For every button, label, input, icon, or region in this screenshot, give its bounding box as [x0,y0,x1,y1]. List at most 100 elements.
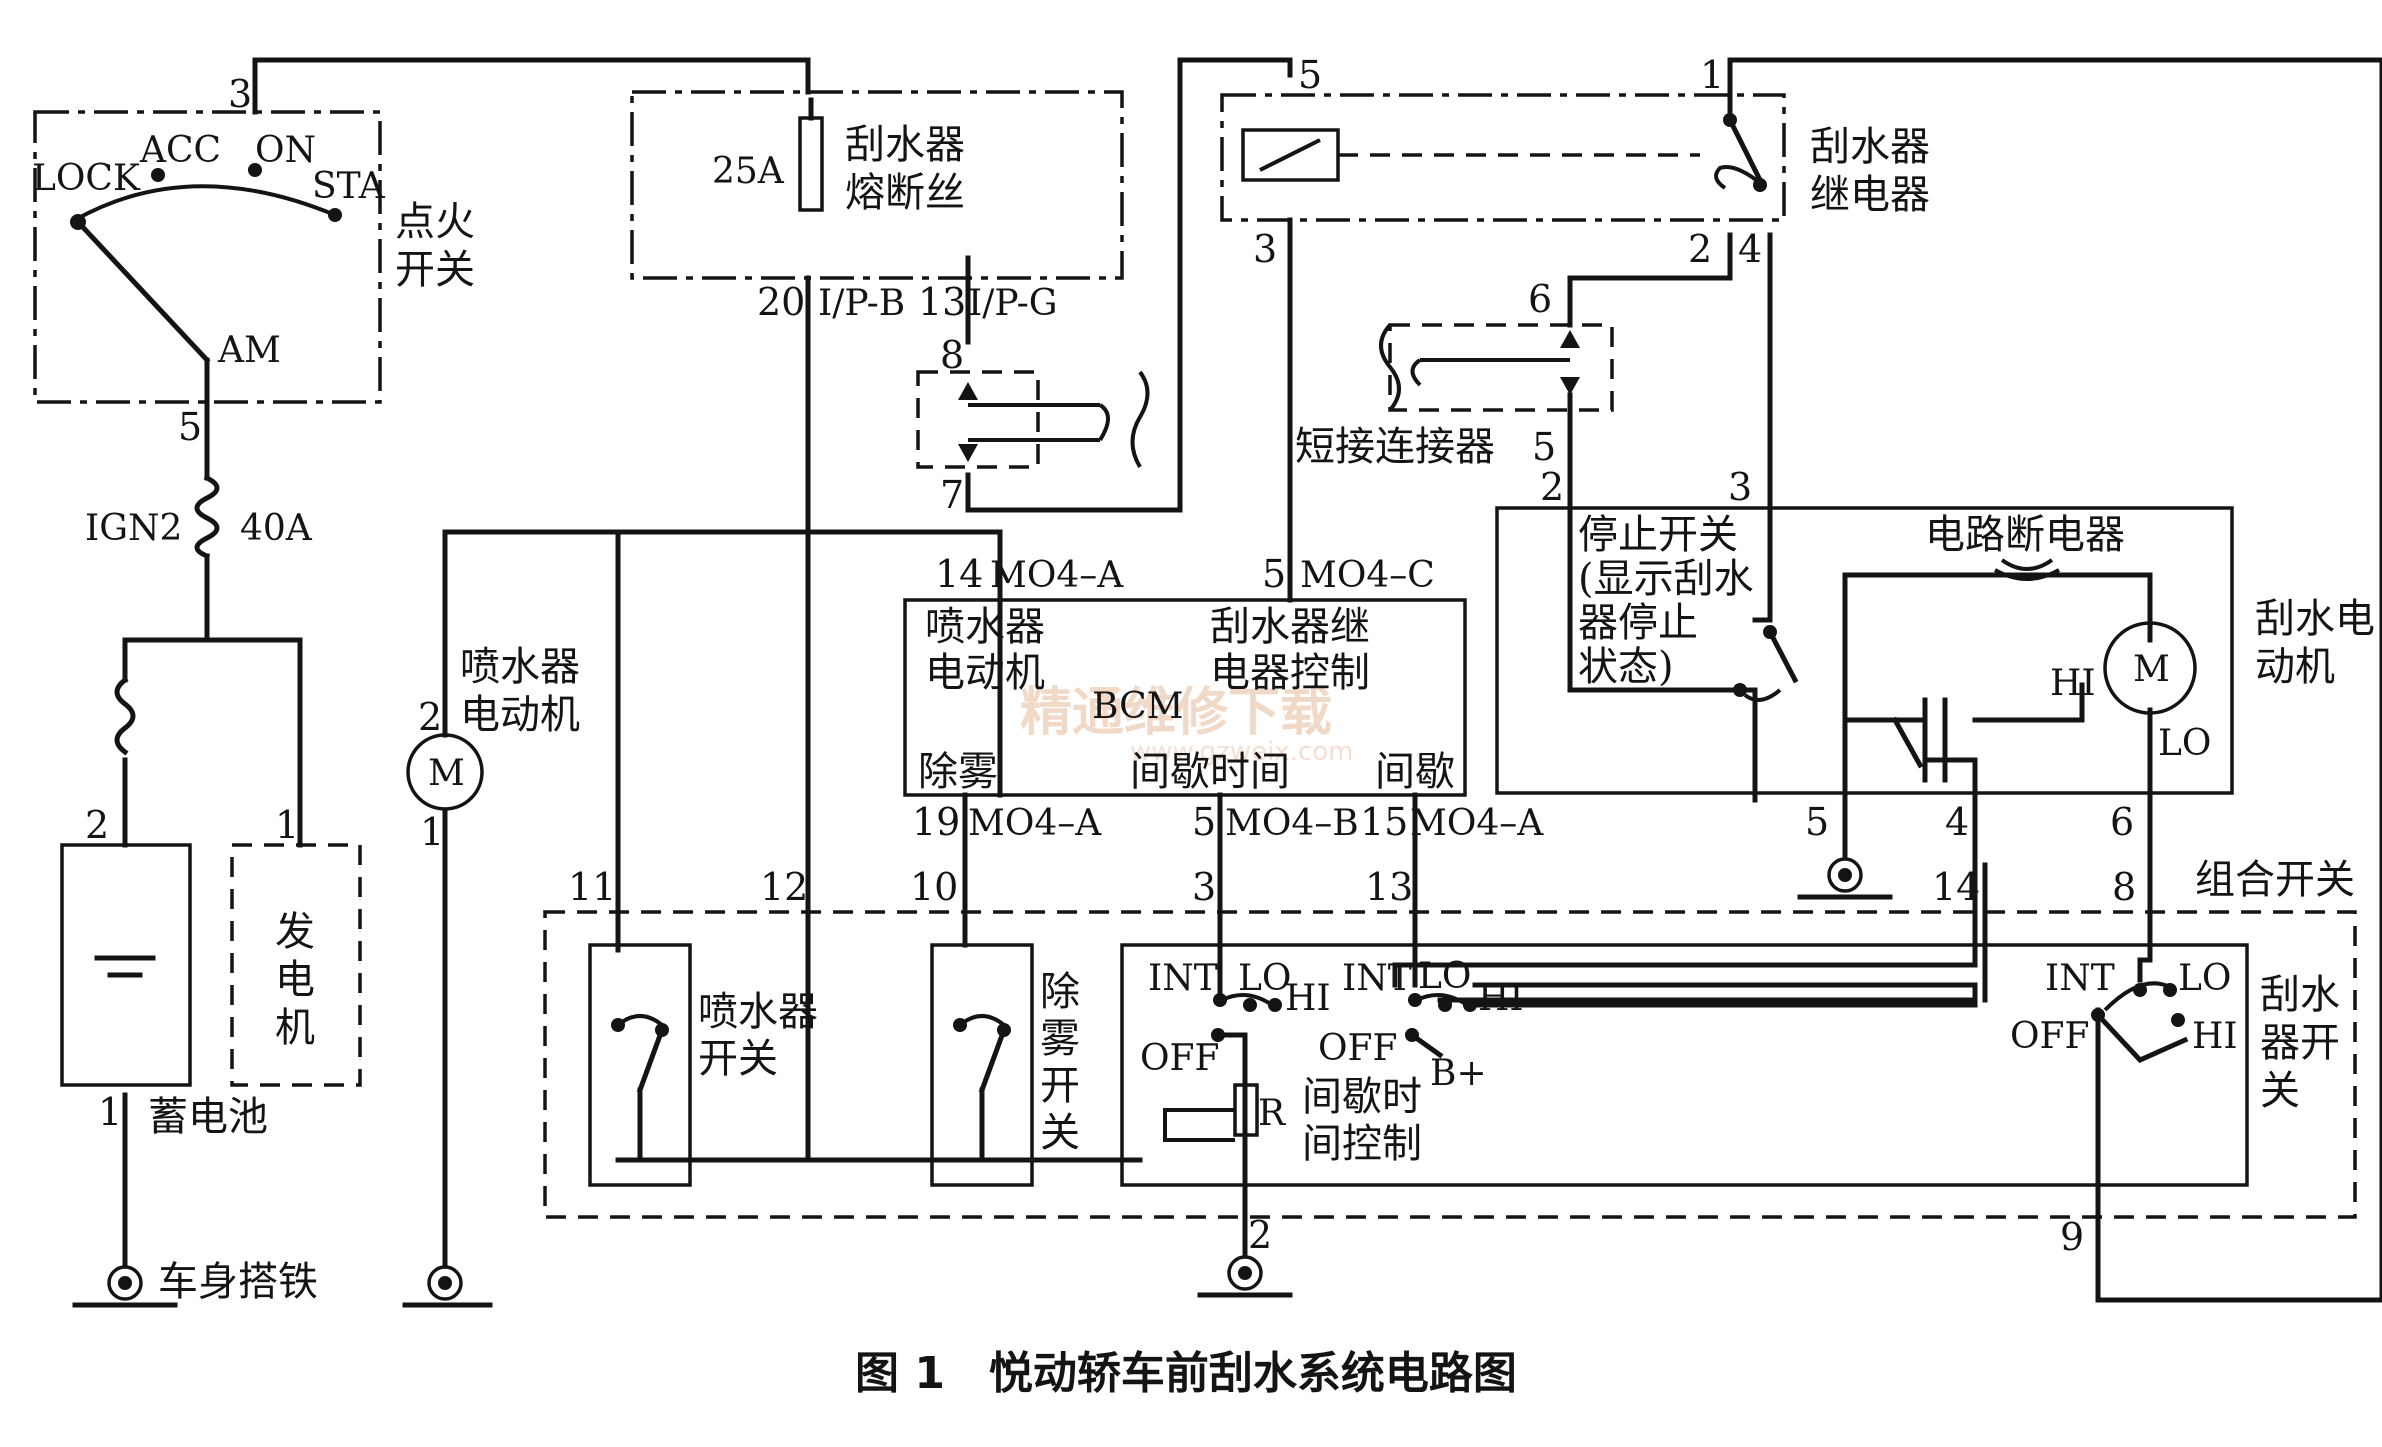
generator-label-1: 发 [275,909,315,955]
figure-caption: 图 1 悦动轿车前刮水系统电路图 [855,1348,1517,1399]
relay-pin-5: 5 [1298,53,1322,97]
bcm: 精通维修下载 www.gzweix.com BCM 喷水器 电动机 刮水器继 电… [903,552,1544,844]
washer-switch-2: 开关 [698,1036,778,1082]
ign2-name: IGN2 [85,508,182,549]
sw2-lo: LO [1418,956,1471,997]
ign-pin-3: 3 [228,72,252,116]
ign-title-2: 开关 [395,247,475,293]
combo-pin-9: 9 [2060,1215,2084,1259]
battery-pin-2: 2 [85,803,109,847]
ground-body: 车身搭铁 [72,1259,318,1308]
combo-switch-label: 组合开关 [2195,857,2355,903]
wiper-fuse-label-1: 刮水器 [845,122,965,168]
ignition-switch: LOCK ACC ON STA AM 3 5 点火 开关 [32,72,475,449]
ign-lock: LOCK [32,158,141,199]
wiper-relay: 5 3 1 2 4 刮水器 继电器 [1220,53,1930,271]
wiper-motor-symbol: M [2133,649,2170,690]
bcm-int-time: 间歇时间 [1130,749,1290,795]
wiper-fuse-rating: 25A [712,151,785,192]
wiring [122,57,2382,1303]
stop-switch-2: (显示刮水 [1578,556,1754,602]
wiper-switch-2: 器开 [2260,1020,2340,1066]
bcm-relay-ctrl-2: 电器控制 [1210,650,1370,696]
defog-switch-3: 开 [1040,1063,1080,1109]
ground-body-label: 车身搭铁 [158,1259,318,1305]
sw2-off: OFF [1318,1028,1397,1069]
relay-label-2: 继电器 [1810,172,1930,218]
bcm-pin-15: 15 [1360,800,1408,844]
sw3-hi: HI [2192,1016,2238,1057]
sw3-lo: LO [2178,958,2231,999]
short-conn-pin-6: 6 [1528,277,1552,321]
bcm-pin-5b: 5 [1192,800,1216,844]
wiper-fuse-pin-20: 20 [757,280,805,324]
relay-pin-2: 2 [1688,227,1712,271]
ground-motor [1797,857,1893,900]
bcm-defog: 除雾 [918,749,998,795]
combo-pin-13: 13 [1365,865,1413,909]
ign2-fuse: IGN2 40A [85,474,313,756]
wiper-motor: 停止开关 (显示刮水 器停止 状态) 电路断电器 M HI LO 2 3 刮水电… [1495,465,2375,844]
breaker-label: 电路断电器 [1925,512,2125,558]
bcm-conn-14: MO4–A [990,555,1124,596]
wiper-fuse-conn-left: I/P-B [818,283,905,324]
bcm-relay-ctrl-1: 刮水器继 [1210,604,1370,650]
generator-label-3: 机 [275,1005,315,1051]
wiper-fuse-label-2: 熔断丝 [845,170,965,216]
motor-pin-3: 3 [1728,465,1752,509]
sw2-int: INT [1342,958,1412,999]
motor-pin-6: 6 [2110,800,2134,844]
bcm-pin-5-top: 5 [1262,552,1286,596]
bcm-washer-2: 电动机 [925,650,1045,696]
motor-pin-5: 5 [1805,800,1829,844]
combo-pin-11: 11 [568,865,616,909]
short-conn-label: 短接连接器 [1295,424,1495,470]
ign2-rating: 40A [240,508,313,549]
washer-motor-label-2: 电动机 [460,692,580,738]
int-ctrl-2: 间控制 [1302,1121,1422,1167]
sw2-bplus: B+ [1430,1053,1487,1094]
wiper-fuse-pin-13: 13 [918,280,966,324]
wiper-motor-lo: LO [2158,723,2211,764]
generator-label-2: 电 [275,957,315,1003]
washer-switch-1: 喷水器 [698,989,818,1035]
sw1-int: INT [1148,958,1218,999]
defog-switch-2: 雾 [1040,1016,1080,1062]
ign-on: ON [255,130,316,171]
conn-small-pin-8: 8 [940,333,964,377]
ign-acc: ACC [139,130,221,171]
bcm-intermittent: 间歇 [1375,749,1455,795]
generator: 1 发 电 机 [230,803,362,1087]
washer-motor-label-1: 喷水器 [460,644,580,690]
combo-pin-10: 10 [910,865,958,909]
ign-am: AM [217,330,281,371]
motor-pin-2: 2 [1540,465,1564,509]
conn-small-pin-7: 7 [940,473,964,517]
ign-title-1: 点火 [395,199,475,245]
int-ctrl-1: 间歇时 [1302,1074,1422,1120]
washer-motor-pin-1: 1 [420,810,444,854]
sw1-off: OFF [1140,1038,1219,1079]
battery-pin-1: 1 [98,1090,122,1134]
relay-pin-4: 4 [1738,227,1762,271]
wiper-switch-1: 刮水 [2260,972,2340,1018]
generator-pin-1: 1 [275,803,299,847]
ign-sta: STA [312,166,386,207]
short-conn-pin-5: 5 [1532,425,1556,469]
wiper-motor-label-2: 动机 [2255,644,2335,690]
stop-switch-3: 器停止 [1578,600,1698,646]
battery-label: 蓄电池 [148,1094,268,1140]
combo-pin-3: 3 [1192,865,1216,909]
wiper-fuse-conn-right: I/P-G [968,283,1058,324]
sw1-hi: HI [1285,978,1331,1019]
watermark-main: 精通维修下载 [1020,683,1332,743]
bcm-conn-19: MO4–A [968,803,1102,844]
washer-motor-pin-2: 2 [418,695,442,739]
wiper-fuse-box: 25A 刮水器 熔断丝 20 I/P-B 13 I/P-G [630,90,1124,324]
stop-switch-4: 状态) [1578,644,1674,690]
short-connector: 6 短接连接器 5 [1295,277,1614,470]
combo-pin-12: 12 [760,865,808,909]
bcm-conn-15: MO4–A [1410,803,1544,844]
relay-label-1: 刮水器 [1810,124,1930,170]
